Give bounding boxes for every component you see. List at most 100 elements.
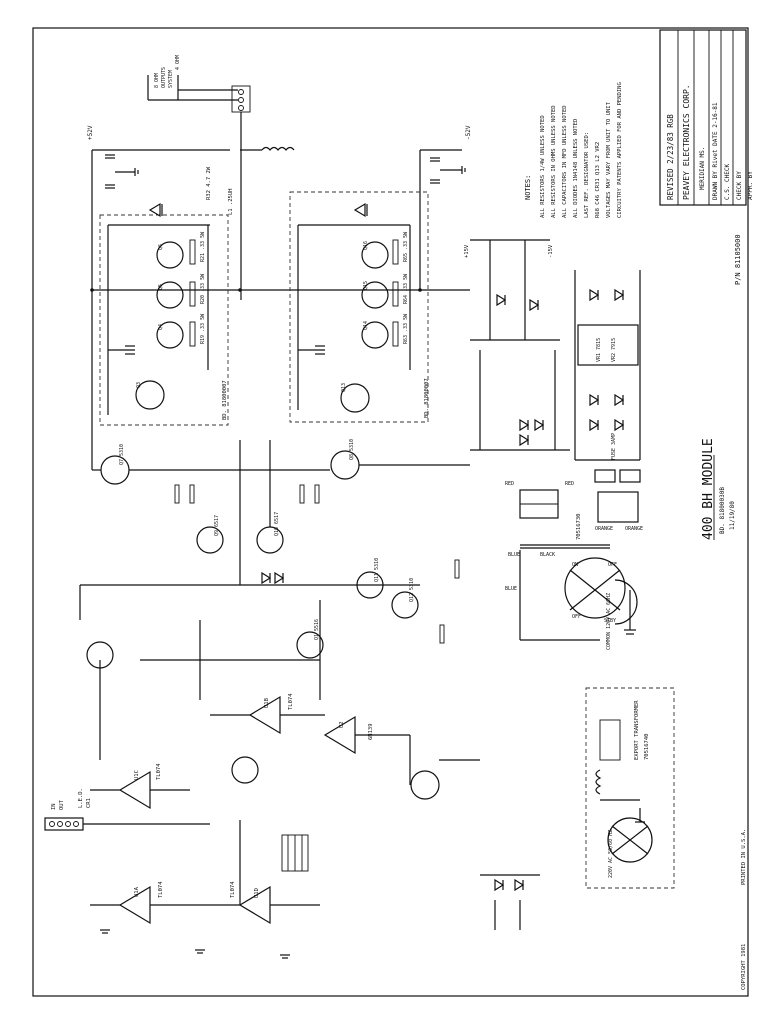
rail-label: -15V — [548, 244, 554, 258]
note-line: ALL RESISTORS IN OHMS UNLESS NOTED — [551, 105, 557, 218]
switch-label: OFF — [572, 614, 581, 620]
output-label: OUTPUTS — [161, 67, 167, 88]
jack-label: IN — [51, 803, 57, 810]
output-label: 8 OHM — [154, 73, 160, 88]
led-label: L.E.D. — [78, 788, 84, 808]
output-label: 4 OHM — [175, 55, 181, 70]
ic-part: 6N139 — [368, 723, 374, 740]
ac-label: COMMON 120V AC 60HZ — [606, 593, 612, 650]
wire-label: ORANGE — [595, 526, 613, 532]
input-section: IN OUT L.E.D. CR1 U1C TL074 U1A TL074 U1… — [44, 641, 480, 959]
resistor-label: R64 .33 5W — [403, 273, 409, 304]
switch-label: ON — [572, 562, 578, 568]
regulator-label: VR2 7915 — [611, 338, 617, 362]
ic-ref: U1B — [264, 697, 270, 708]
transistor-ref: Q16 — [363, 241, 369, 250]
device-ref: Q11 5310 — [374, 558, 380, 582]
module-title: 400 BH MODULE BD. 81800030B 11/19/80 — [701, 438, 736, 540]
driver-section: Q7 5310 Q9 6517 Q10 6517 Q8 5310 Q11 531… — [79, 290, 470, 700]
export-transformer-box: EXPORT TRANSFORMER 70516740 220V AC 50/6… — [585, 687, 675, 889]
output-inductor: L1 .25UH R32 4.7 2W — [206, 146, 295, 216]
power-transistor — [361, 321, 389, 349]
resistor-label: R20 .33 5W — [200, 273, 206, 304]
output-stage-left: BD. 81800007 Q6 Q5 Q4 R21 .33 5W R20 .33… — [99, 202, 229, 426]
transistor-ref: Q15 — [363, 281, 369, 290]
power-rails-top: +52V -52V — [87, 125, 472, 292]
input-jack — [44, 817, 84, 831]
part-number: P/N 81105000 — [734, 234, 742, 285]
switch-label: OFF — [608, 562, 617, 568]
note-line: LAST REF. DESIGNATOR USED: — [584, 132, 590, 218]
notes-block: NOTES: ALL RESISTORS 1/4W UNLESS NOTED A… — [524, 82, 623, 218]
module-date: 11/19/80 — [729, 501, 736, 530]
note-line: ALL CAPACITORS IN MFD UNLESS NOTED — [562, 105, 568, 218]
ic-ref: U1C — [134, 770, 140, 780]
driver-transistor — [340, 383, 370, 413]
resistor-label: R63 .33 5W — [403, 313, 409, 344]
cs-check: C.S. CHECK — [724, 163, 731, 200]
note-line: ALL DIODES 1N4148 UNLESS NOTED — [573, 119, 579, 218]
device-ref: Q12 5310 — [409, 578, 415, 602]
page-border — [32, 27, 749, 997]
ic-part: TL074 — [288, 693, 294, 710]
module-name: 400 BH MODULE — [701, 438, 716, 540]
wire-label: BLUE — [508, 552, 520, 558]
device-ref: Q1 5516 — [314, 619, 320, 640]
ic-part: TL074 — [156, 763, 162, 780]
transistor-ref: Q4 — [158, 324, 164, 330]
power-transistor — [156, 241, 184, 269]
wire-label: ORANGE — [625, 526, 643, 532]
check-by: CHECK BY — [736, 171, 743, 200]
power-switch — [564, 557, 626, 619]
bd-label-left: BD. 81800007 — [222, 380, 228, 420]
driver-transistor — [135, 380, 165, 410]
note-line: ALL RESISTORS 1/4W UNLESS NOTED — [540, 115, 546, 218]
wire-label: RED — [565, 481, 574, 487]
export-label: EXPORT TRANSFORMER — [634, 700, 640, 760]
power-supply: +15V -15V RED RED VR1 7815 VR2 7915 — [464, 239, 643, 650]
device-ref: Q10 6517 — [274, 512, 280, 536]
note-line: R68 C46 CR31 Q13 L2 VR2 — [595, 142, 601, 218]
rail-label: -52V — [465, 125, 472, 140]
r32-label: R32 4.7 2W — [206, 166, 212, 200]
bottom-diodes — [480, 874, 540, 930]
device-ref: Q9 6517 — [214, 515, 220, 536]
fuse-label: FUSE 3AMP — [611, 433, 617, 460]
transformer-ref: 70516730 — [576, 514, 582, 541]
ic-ref: U1D — [254, 888, 260, 898]
appr-by: APPR. BY — [747, 171, 754, 200]
bd-label-right: BD. 81800007 — [424, 378, 430, 418]
copyright: COPYRIGHT 1981 — [741, 944, 747, 990]
l1-label: L1 .25UH — [228, 189, 234, 216]
note-line: CIRCUITRY PATENTS APPLIED FOR AND PENDIN… — [617, 82, 623, 218]
title-block: REVISED 2/23/83 RGB PEAVEY ELECTRONICS C… — [659, 29, 754, 285]
power-transistor — [361, 241, 389, 269]
resistor-label: R19 .33 5W — [200, 313, 206, 344]
resistor-label: R65 .33 5W — [403, 231, 409, 262]
ic-ref: U2 — [339, 721, 345, 728]
power-transistor — [156, 321, 184, 349]
device-ref: Q7 5310 — [119, 444, 125, 465]
ac2-label: 220V AC 50/60 HZ — [608, 830, 614, 878]
ic-part: TL074 — [230, 881, 236, 898]
switch-label: STBY — [604, 618, 616, 624]
printed-in: PRINTED IN U.S.A. — [741, 829, 747, 885]
note-line: VOLTAGES MAY VARY FROM UNIT TO UNIT — [606, 101, 612, 218]
jack-label: OUT — [59, 799, 65, 810]
led-ref: CR1 — [86, 798, 92, 808]
ic-ref: U1A — [134, 886, 140, 897]
resistor-label: R21 .33 5W — [200, 231, 206, 262]
transistor-ref: Q6 — [158, 244, 164, 250]
transistor-ref: Q3 — [136, 382, 142, 388]
module-board: BD. 81800030B — [719, 487, 726, 534]
company-location: MERIDIAN MS. — [699, 147, 706, 190]
rail-label: +15V — [464, 244, 470, 258]
export-part: 70516740 — [644, 734, 650, 761]
revised-label: REVISED 2/23/83 RGB — [666, 114, 675, 200]
output-connector: 8 OHM OUTPUTS SYSTEM 4 OHM — [147, 55, 251, 300]
wire-label: BLUE — [505, 586, 517, 592]
device-ref: Q8 5310 — [349, 439, 355, 460]
power-transistor — [156, 281, 184, 309]
